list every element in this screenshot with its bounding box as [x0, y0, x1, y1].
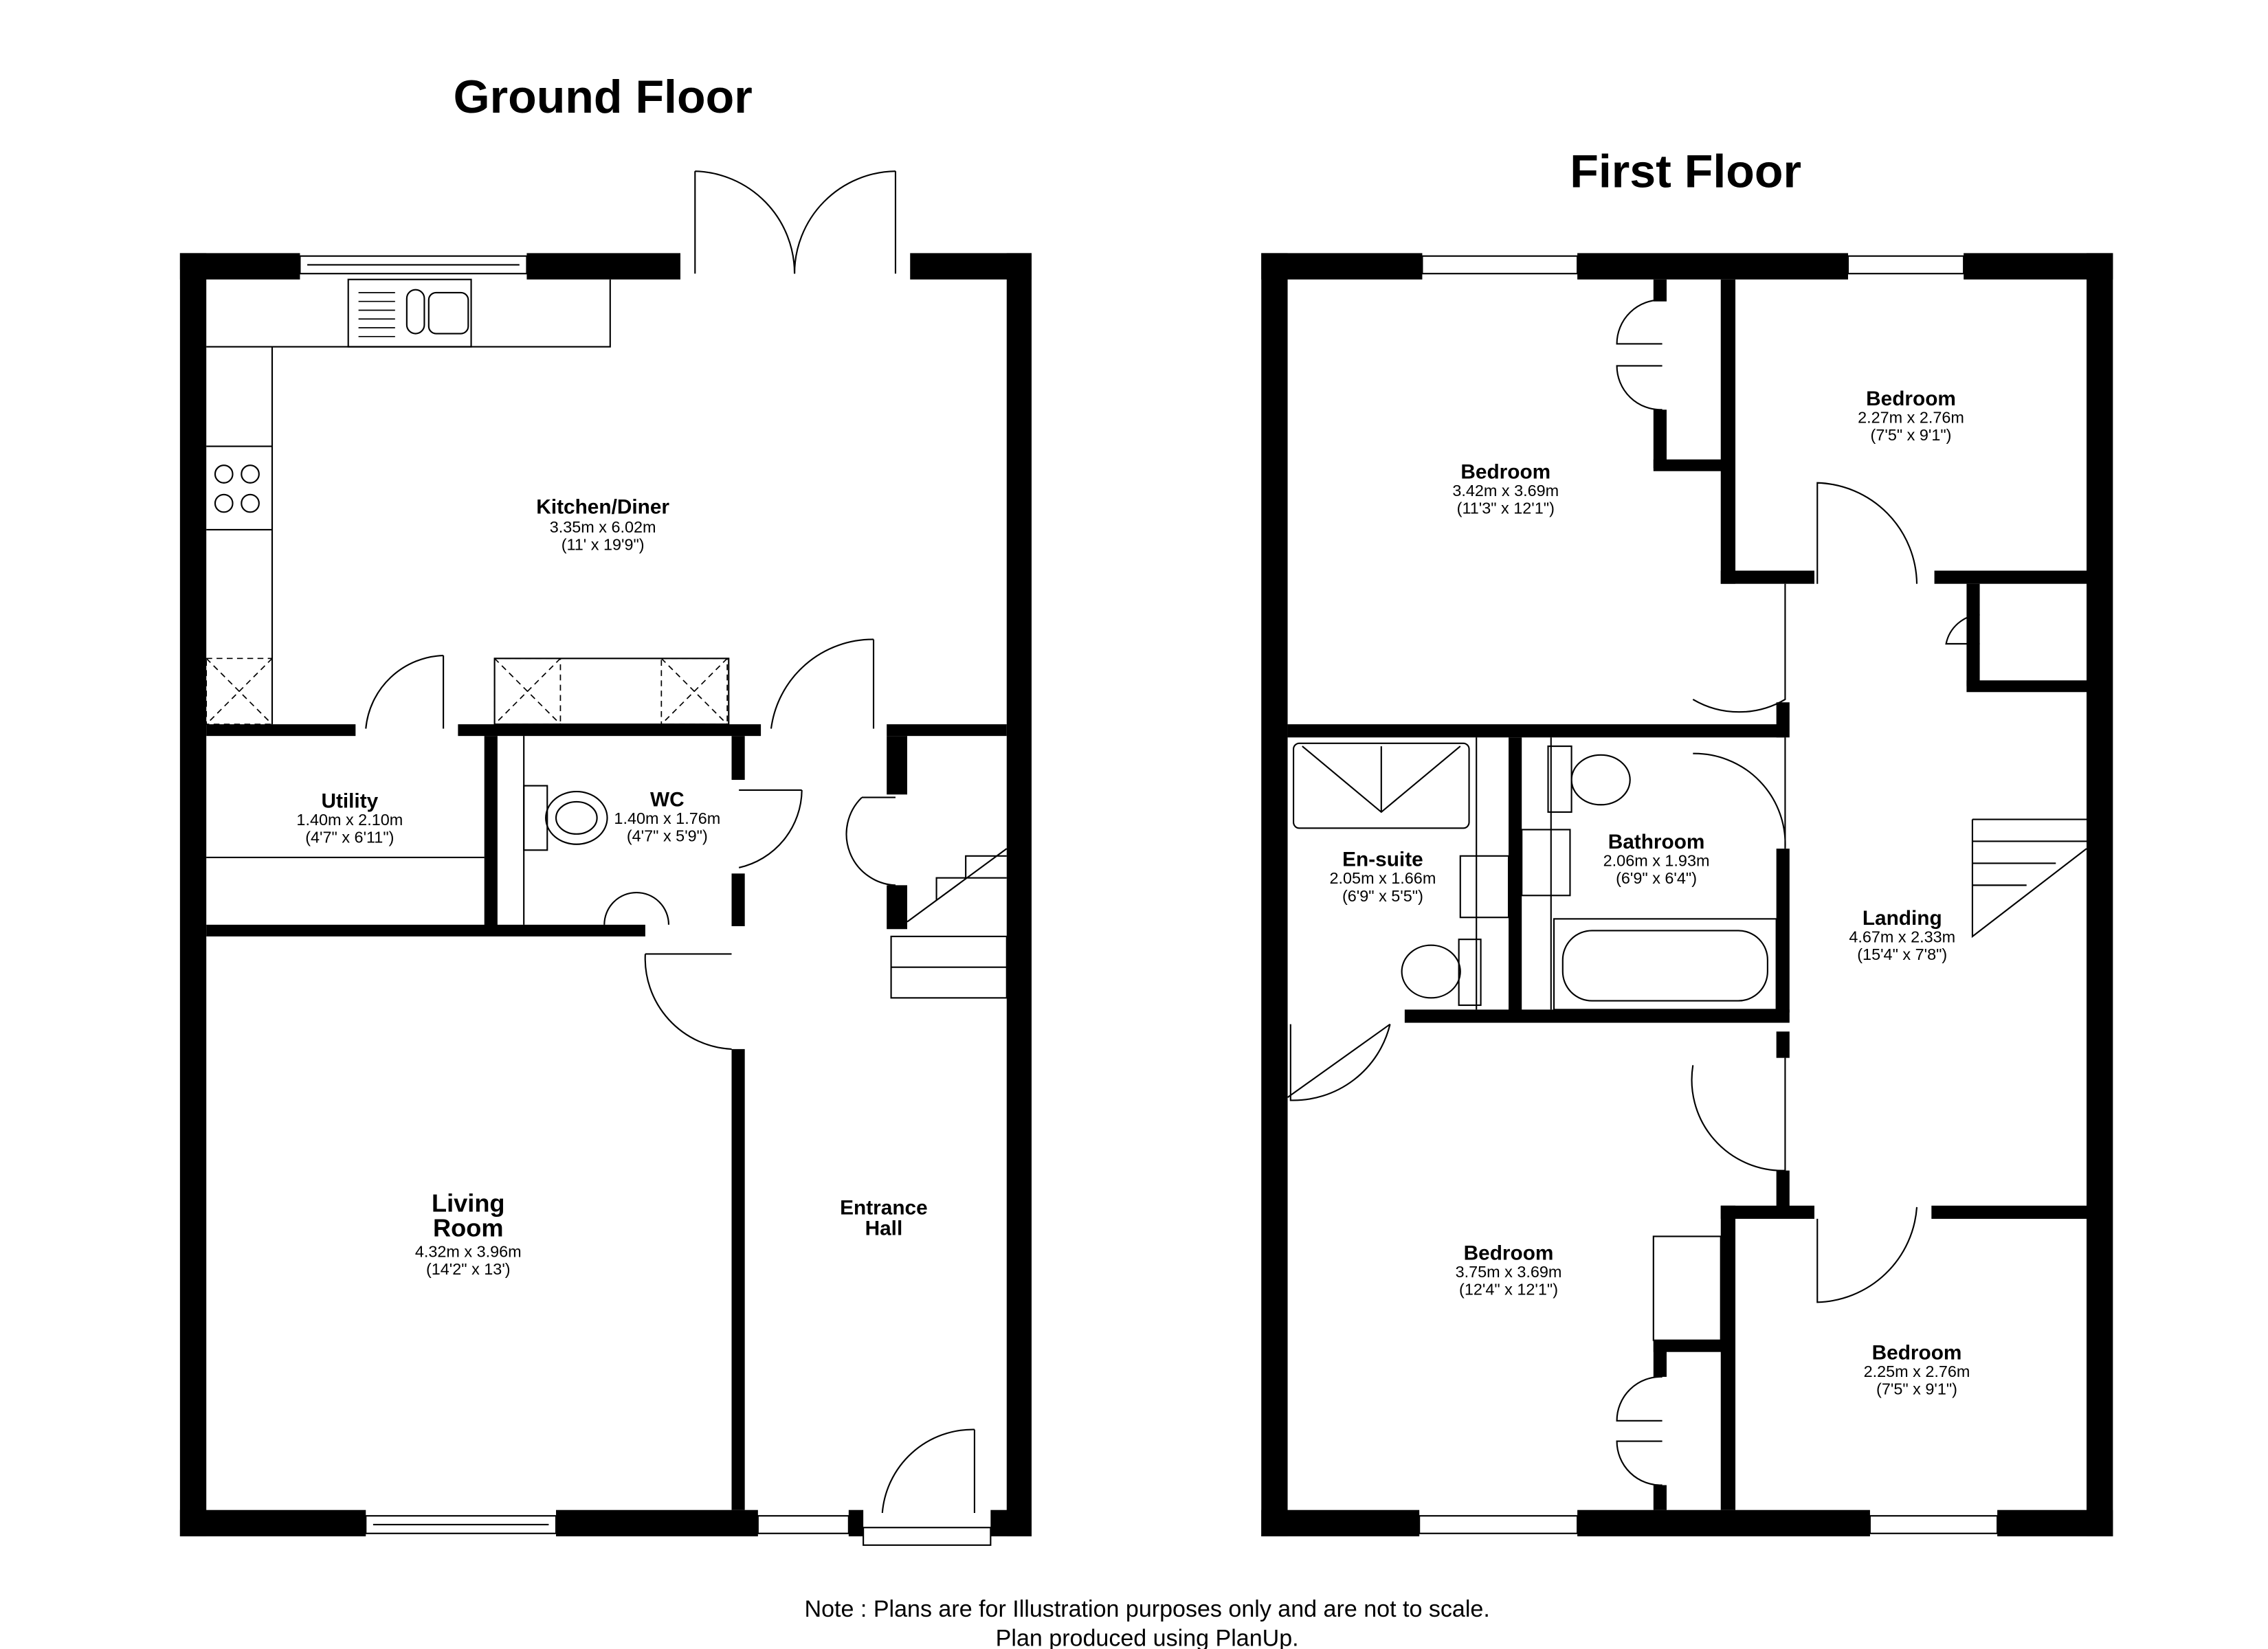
room-name-bedroom4: Bedroom	[1872, 1341, 1962, 1364]
room-dim-bathroom-imperial: (6'9" x 6'4")	[1616, 869, 1697, 887]
french-doors	[694, 170, 897, 274]
room-dim-utility: 1.40m x 2.10m	[296, 811, 403, 829]
room-name-wc: WC	[650, 788, 685, 811]
first-floor-plan: First Floor	[1261, 146, 2113, 1537]
utility-door	[365, 654, 445, 729]
wc-door	[738, 789, 803, 868]
doors	[1287, 299, 1980, 1486]
room-dim-bedroom3-imperial: (12'4" x 12'1")	[1459, 1281, 1558, 1299]
room-dim-bedroom4: 2.25m x 2.76m	[1864, 1362, 1970, 1380]
room-dim-bedroom1-imperial: (11'3" x 12'1")	[1457, 499, 1555, 517]
room-dim-landing-imperial: (15'4" x 7'8")	[1857, 945, 1947, 963]
window	[299, 255, 528, 275]
room-dim-ensuite: 2.05m x 1.66m	[1330, 869, 1436, 887]
room-dim-wc-imperial: (4'7" x 5'9")	[627, 827, 708, 844]
room-dim-bedroom4-imperial: (7'5" x 9'1")	[1876, 1380, 1957, 1398]
staircase	[890, 848, 1008, 999]
room-dim-bedroom3: 3.75m x 3.69m	[1456, 1263, 1562, 1281]
room-name-hall-2: Hall	[865, 1217, 903, 1239]
living-door	[644, 953, 732, 1050]
window	[1869, 1515, 1999, 1534]
disclaimer-note: Note : Plans are for Illustration purpos…	[805, 1596, 1490, 1622]
room-name-bedroom1: Bedroom	[1460, 460, 1550, 483]
ground-floor-plan: Ground Floor	[179, 71, 1032, 1546]
room-name-utility: Utility	[321, 790, 378, 813]
first-floor-title: First Floor	[1570, 146, 1801, 198]
room-dim-living: 4.32m x 3.96m	[415, 1242, 522, 1260]
room-name-bedroom3: Bedroom	[1464, 1242, 1554, 1265]
bathroom-fittings	[1293, 737, 1777, 1011]
room-dim-kitchen-imperial: (11' x 19'9")	[562, 536, 645, 554]
wc-toilet	[523, 736, 670, 925]
hob	[206, 445, 272, 530]
ground-floor-walls	[179, 253, 1032, 1537]
first-floor-walls	[1261, 253, 2113, 1537]
plan-credit: Plan produced using PlanUp.	[996, 1626, 1299, 1649]
room-name-kitchen: Kitchen/Diner	[536, 495, 669, 518]
room-name-landing: Landing	[1863, 907, 1942, 930]
window	[1847, 255, 1965, 275]
staircase	[1971, 818, 2087, 939]
window	[757, 1515, 849, 1534]
room-name-hall-1: Entrance	[840, 1197, 928, 1220]
room-dim-bedroom1: 3.42m x 3.69m	[1452, 482, 1559, 500]
room-name-ensuite: En-suite	[1342, 849, 1423, 871]
room-dim-bedroom2-imperial: (7'5" x 9'1")	[1871, 426, 1952, 444]
ground-floor-title: Ground Floor	[454, 71, 753, 123]
room-name-living-1: Living	[432, 1189, 505, 1217]
room-dim-landing: 4.67m x 2.33m	[1849, 928, 1955, 945]
room-dim-kitchen: 3.35m x 6.02m	[550, 518, 656, 536]
window	[365, 1515, 557, 1534]
room-dim-bathroom: 2.06m x 1.93m	[1603, 852, 1710, 870]
front-door	[863, 1428, 992, 1546]
room-dim-living-imperial: (14'2" x 13')	[426, 1260, 511, 1278]
room-dim-ensuite-imperial: (6'9" x 5'5")	[1342, 887, 1423, 905]
room-name-living-2: Room	[433, 1213, 504, 1242]
room-dim-utility-imperial: (4'7" x 6'11")	[305, 829, 394, 846]
room-name-bedroom2: Bedroom	[1866, 388, 1956, 410]
hall-door	[770, 638, 875, 729]
window	[1421, 255, 1579, 275]
room-dim-wc: 1.40m x 1.76m	[614, 809, 720, 827]
room-dim-bedroom2: 2.27m x 2.76m	[1858, 408, 1964, 426]
window	[1419, 1515, 1579, 1534]
cupboard-door	[845, 796, 896, 886]
room-name-bathroom: Bathroom	[1608, 831, 1705, 853]
kitchen-worktop	[205, 278, 730, 726]
